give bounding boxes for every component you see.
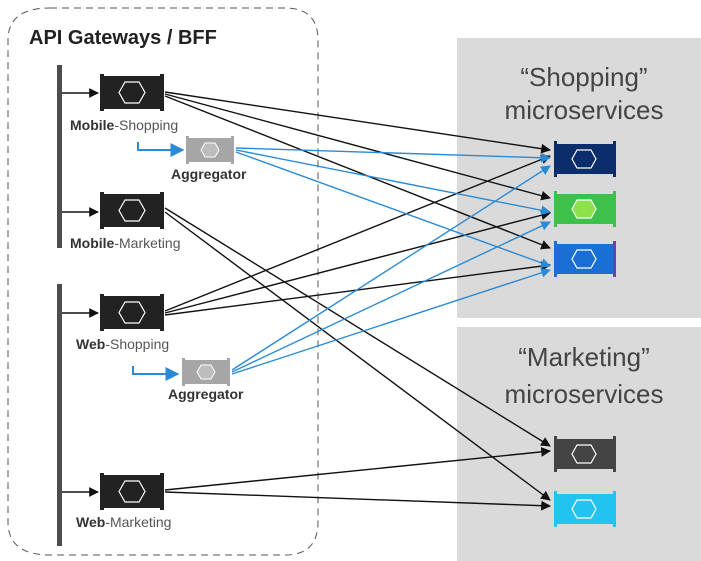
conn-mm-mkt2 [164, 211, 551, 501]
hexagon-icon [118, 81, 146, 104]
marketing-panel-title-line2: microservices [505, 379, 664, 409]
web-client-bar [57, 284, 62, 546]
aggregator-arrow-web [132, 366, 180, 381]
marketing-panel-title-line1: “Marketing” [518, 342, 649, 372]
aggregator-web [182, 358, 230, 386]
hexagon-icon [118, 199, 146, 222]
hexagon-icon [571, 499, 597, 519]
gateway-web-shopping [100, 294, 164, 331]
label-rest: -Marketing [105, 514, 171, 530]
label-bold: Web [76, 514, 105, 530]
conn-ms-svc1 [164, 91, 551, 154]
conn-ws-svc2 [164, 210, 551, 314]
conn-wm-mkt2 [164, 491, 551, 511]
hexagon-icon [200, 142, 220, 158]
conn-mm-mkt1 [164, 207, 551, 447]
gateway-label-mobile-marketing: Mobile-Marketing [70, 235, 180, 251]
hexagon-icon [571, 249, 597, 269]
gateway-label-web-marketing: Web-Marketing [76, 514, 171, 530]
label-bold: Mobile [70, 117, 115, 133]
aggregator-label-web: Aggregator [168, 386, 244, 402]
service-marketing-1 [554, 436, 616, 472]
black-connections [164, 91, 551, 511]
gateway-group-title: API Gateways / BFF [29, 27, 217, 49]
hexagon-icon [571, 199, 597, 219]
blue-connections [231, 147, 551, 375]
conn-wm-mkt1 [164, 447, 551, 491]
label-rest: -Shopping [114, 117, 178, 133]
mobile-client-bar [57, 65, 62, 248]
gateway-group-boundary [7, 7, 319, 556]
hexagon-icon [118, 301, 146, 324]
conn-ms-svc2 [164, 93, 551, 201]
hexagon-icon [571, 149, 597, 169]
conn-wa-svc1 [231, 165, 551, 371]
gateway-mobile-marketing [100, 192, 164, 229]
hexagon-icon [196, 364, 216, 380]
label-bold: Web [76, 336, 105, 352]
conn-wa-svc2 [231, 221, 551, 373]
gateway-label-mobile-shopping: Mobile-Shopping [70, 117, 178, 133]
label-rest: -Shopping [105, 336, 169, 352]
service-marketing-2 [554, 491, 616, 527]
aggregator-label-mobile: Aggregator [171, 166, 247, 182]
shopping-panel-title-line2: microservices [505, 95, 664, 125]
shopping-panel-title-line1: “Shopping” [520, 62, 647, 92]
service-shopping-1 [554, 141, 616, 177]
label-rest: -Marketing [114, 235, 180, 251]
hexagon-icon [118, 480, 146, 503]
aggregator-arrow-mobile [137, 142, 185, 157]
hexagon-icon [571, 444, 597, 464]
service-shopping-2 [554, 191, 616, 227]
conn-ws-svc1 [164, 154, 551, 312]
service-shopping-3 [554, 241, 616, 277]
gateway-web-marketing [100, 473, 164, 510]
conn-ms-svc3 [164, 95, 551, 250]
aggregator-mobile [186, 136, 234, 164]
conn-ma-svc2 [235, 149, 551, 216]
gateway-label-web-shopping: Web-Shopping [76, 336, 169, 352]
gateway-mobile-shopping [100, 74, 164, 111]
conn-ma-svc1 [235, 147, 551, 163]
conn-wa-svc3 [231, 268, 551, 375]
label-bold: Mobile [70, 235, 115, 251]
